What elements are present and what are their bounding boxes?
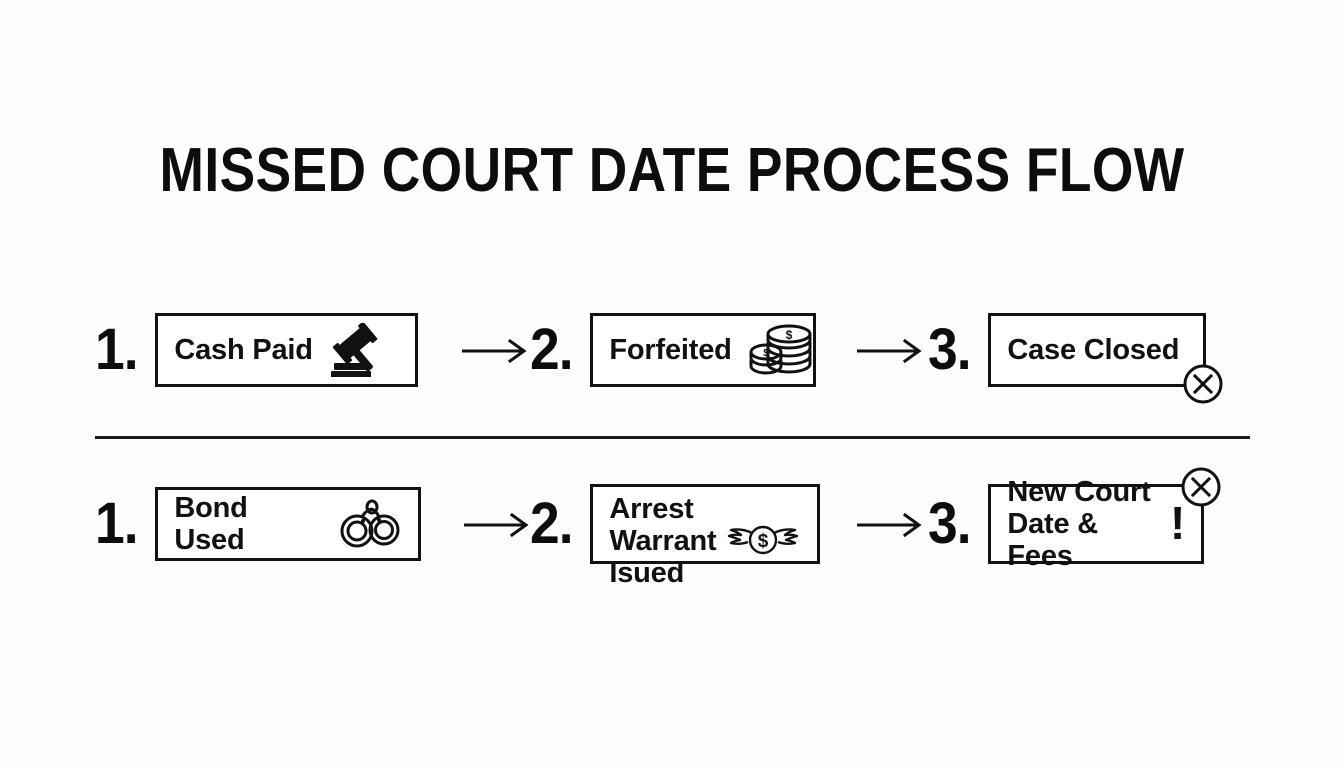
arrow-right-icon [462,510,536,540]
flow-box-arrest-warrant[interactable]: Arrest Warrant Isued $ [590,484,821,589]
flow-box-label: Cash Paid [174,334,313,366]
flow-box-label: Forfeited [609,334,732,366]
step-number: 3. [928,317,972,382]
svg-text:$: $ [785,328,792,342]
flow-box-bond-used[interactable]: Bond Used [155,487,422,561]
flow-step-new-court-date: 3. New Court Date & Fees ! [928,464,1221,584]
svg-text:$: $ [763,348,769,359]
step-number: 1. [95,491,139,556]
step-number: 2. [530,317,574,382]
flow-step-case-closed: 3. Case Closed [928,290,1223,410]
circle-x-icon [1179,465,1223,509]
step-number: 2. [530,491,574,556]
flow-step-arrest-warrant: 2. Arrest Warrant Isued $ [530,464,821,589]
flow-box-label: Bond Used [174,492,248,556]
page-title: MISSED COURT DATE PROCESS FLOW [159,136,1185,205]
flow-step-forfeited: 2. Forfeited [530,290,817,410]
exclamation-mark-icon: ! [1170,497,1186,549]
flow-box-label: New Court Date & Fees [1007,476,1151,572]
flow-box-case-closed[interactable]: Case Closed [988,313,1223,404]
handcuffs-icon [338,497,402,551]
winged-dollar-icon: $ [725,521,801,557]
step-number: 1. [95,317,139,382]
flow-box-label: Case Closed [1007,334,1180,366]
flow-row-surety-bond: 1. Bond Used [0,464,1344,589]
gavel-icon [329,323,389,377]
arrow-right-icon [460,336,534,366]
svg-text:$: $ [758,531,769,552]
flow-box-cash-paid[interactable]: Cash Paid [155,313,419,387]
flow-box-new-court-date[interactable]: New Court Date & Fees ! [988,467,1221,572]
flow-box-forfeited[interactable]: Forfeited [590,313,817,387]
arrow-right-icon [855,510,929,540]
coin-stack-icon: $ $ [748,321,814,379]
flow-row-cash-bond: 1. Cash Paid [0,290,1344,410]
flow-step-cash-paid: 1. Cash Paid [95,290,419,410]
section-divider [95,436,1250,439]
flow-box-label: Arrest Warrant Isued [609,493,717,589]
step-number: 3. [928,491,972,556]
circle-x-icon [1181,362,1225,406]
arrow-right-icon [855,336,929,366]
flow-step-bond-used: 1. Bond Used [95,464,422,584]
